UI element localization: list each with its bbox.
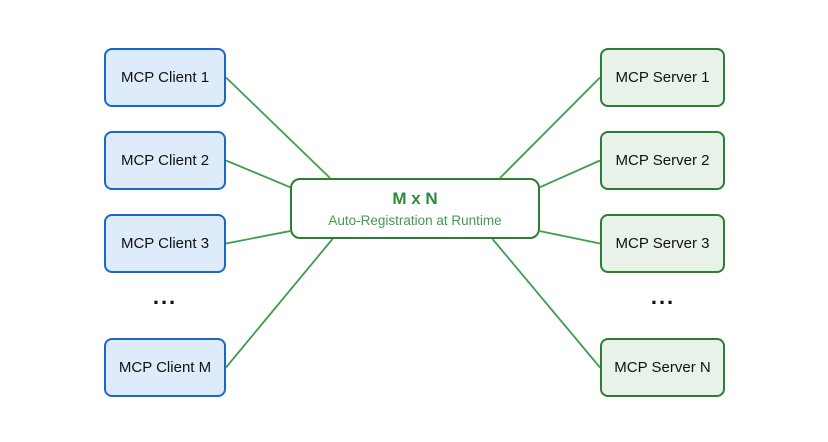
node-mcp-server-1: MCP Server 1 bbox=[600, 48, 725, 107]
node-label: MCP Client 1 bbox=[120, 69, 210, 86]
node-label: MCP Server 2 bbox=[615, 152, 710, 169]
node-mcp-client-2: MCP Client 2 bbox=[104, 131, 226, 190]
node-label: MCP Server 3 bbox=[615, 235, 710, 252]
node-label: MCP Client 3 bbox=[120, 235, 210, 252]
node-label: MCP Server 1 bbox=[615, 69, 710, 86]
node-label: MCP Client M bbox=[118, 359, 212, 376]
node-mcp-server-2: MCP Server 2 bbox=[600, 131, 725, 190]
node-label: MCP Client 2 bbox=[120, 152, 210, 169]
node-mcp-server-3: MCP Server 3 bbox=[600, 214, 725, 273]
node-mcp-client-m: MCP Client M bbox=[104, 338, 226, 397]
node-label: MCP Server N bbox=[614, 359, 711, 376]
hub-subtitle: Auto-Registration at Runtime bbox=[328, 212, 502, 228]
node-mcp-client-3: MCP Client 3 bbox=[104, 214, 226, 273]
servers-ellipsis: ... bbox=[650, 284, 676, 309]
hub-title: M x N bbox=[392, 188, 438, 208]
clients-ellipsis: ... bbox=[152, 284, 178, 309]
node-mcp-server-n: MCP Server N bbox=[600, 338, 725, 397]
node-mcp-client-1: MCP Client 1 bbox=[104, 48, 226, 107]
node-hub: M x N Auto-Registration at Runtime bbox=[290, 178, 540, 239]
